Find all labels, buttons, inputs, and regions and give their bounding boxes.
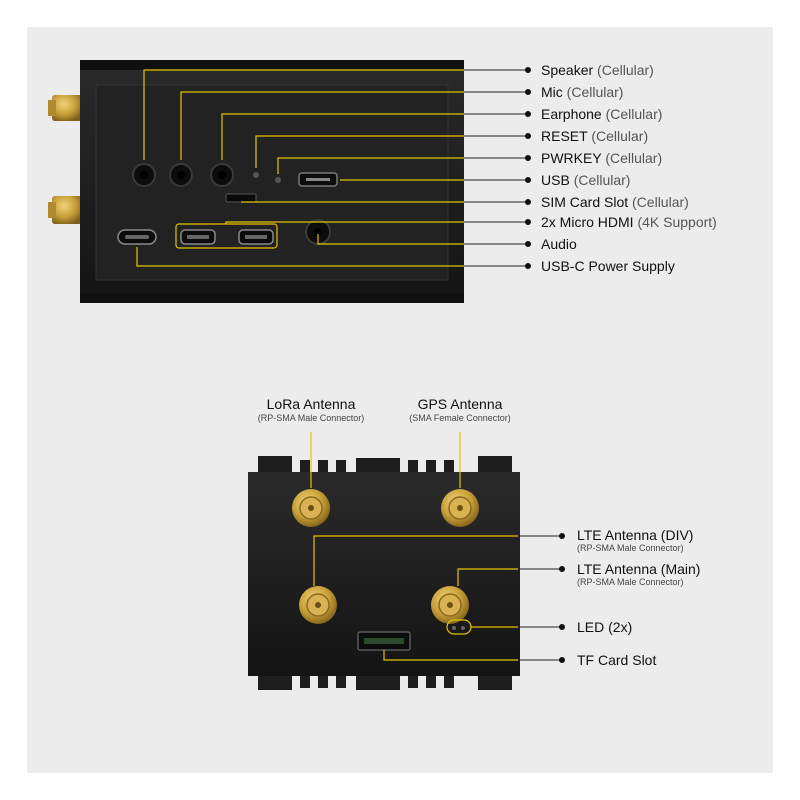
lte-div-antenna-connector-type: (RP-SMA Male Connector) xyxy=(577,543,684,553)
callout-line-reset xyxy=(255,135,464,168)
callout-line-lte-main xyxy=(457,568,518,586)
label-led: LED (2x) xyxy=(577,619,632,635)
reset-button xyxy=(253,172,259,178)
label-gps-antenna: GPS Antenna (SMA Female Connector) xyxy=(409,396,511,424)
led-1 xyxy=(452,626,456,630)
label-usb: USB (Cellular) xyxy=(541,172,631,188)
bottom-callout-dots xyxy=(559,533,565,663)
callout-line-audio xyxy=(317,234,464,245)
callout-line-hdmi xyxy=(225,221,464,224)
top-callout-dots xyxy=(525,67,531,269)
label-lora-antenna: LoRa Antenna (RP-SMA Male Connector) xyxy=(258,396,365,424)
led-2 xyxy=(461,626,465,630)
speaker-jack xyxy=(132,163,156,187)
earphone-jack xyxy=(210,163,234,187)
callout-line-lte-div xyxy=(313,535,518,586)
label-reset: RESET (Cellular) xyxy=(541,128,649,144)
top-callout-lines xyxy=(136,69,464,267)
lora-antenna-connector xyxy=(292,489,330,527)
label-speaker: Speaker (Cellular) xyxy=(541,62,654,78)
micro-hdmi-port-1 xyxy=(180,229,216,245)
lte-div-antenna-connector xyxy=(299,586,337,624)
gps-antenna-connector-type: (SMA Female Connector) xyxy=(409,413,511,423)
lte-main-antenna-title: LTE Antenna (Main) xyxy=(577,561,701,577)
label-tf-card-slot: TF Card Slot xyxy=(577,652,656,668)
callout-line-tf xyxy=(383,650,518,661)
usb-c-power-port xyxy=(117,229,157,245)
bottom-device xyxy=(248,456,520,690)
label-sim-card-slot: SIM Card Slot (Cellular) xyxy=(541,194,689,210)
callout-line-pwrkey xyxy=(277,157,464,174)
sim-card-slot xyxy=(225,193,257,203)
label-audio: Audio xyxy=(541,236,577,252)
tf-card-slot xyxy=(357,631,411,651)
micro-hdmi-port-2 xyxy=(238,229,274,245)
callout-line-mic xyxy=(180,91,464,160)
label-lte-div-antenna: LTE Antenna (DIV) (RP-SMA Male Connector… xyxy=(577,527,693,554)
bottom-callout-leader-lines xyxy=(518,535,562,661)
callout-line-earphone xyxy=(221,113,464,160)
led-title: LED (2x) xyxy=(577,619,633,635)
lte-div-antenna-title: LTE Antenna (DIV) xyxy=(577,527,694,543)
lte-main-antenna-connector xyxy=(431,586,469,624)
label-lte-main-antenna: LTE Antenna (Main) (RP-SMA Male Connecto… xyxy=(577,561,700,588)
label-micro-hdmi: 2x Micro HDMI (4K Support) xyxy=(541,214,717,230)
callout-line-usb-c xyxy=(136,247,464,267)
top-callout-leader-lines xyxy=(464,69,528,267)
label-usb-c-power: USB-C Power Supply xyxy=(541,258,675,274)
label-earphone: Earphone (Cellular) xyxy=(541,106,663,122)
label-mic: Mic (Cellular) xyxy=(541,84,624,100)
lora-antenna-title: LoRa Antenna xyxy=(266,396,356,412)
lte-main-antenna-connector-type: (RP-SMA Male Connector) xyxy=(577,577,684,587)
gps-antenna-title: GPS Antenna xyxy=(417,396,503,412)
label-pwrkey: PWRKEY (Cellular) xyxy=(541,150,663,166)
callout-line-speaker xyxy=(143,69,464,160)
lora-antenna-connector-type: (RP-SMA Male Connector) xyxy=(257,413,365,423)
bottom-callout-lines xyxy=(310,432,518,661)
tf-card-slot-title: TF Card Slot xyxy=(577,652,657,668)
mic-jack xyxy=(169,163,193,187)
usb-port xyxy=(298,172,338,187)
pwrkey-button xyxy=(275,177,281,183)
gps-antenna-connector xyxy=(441,489,479,527)
